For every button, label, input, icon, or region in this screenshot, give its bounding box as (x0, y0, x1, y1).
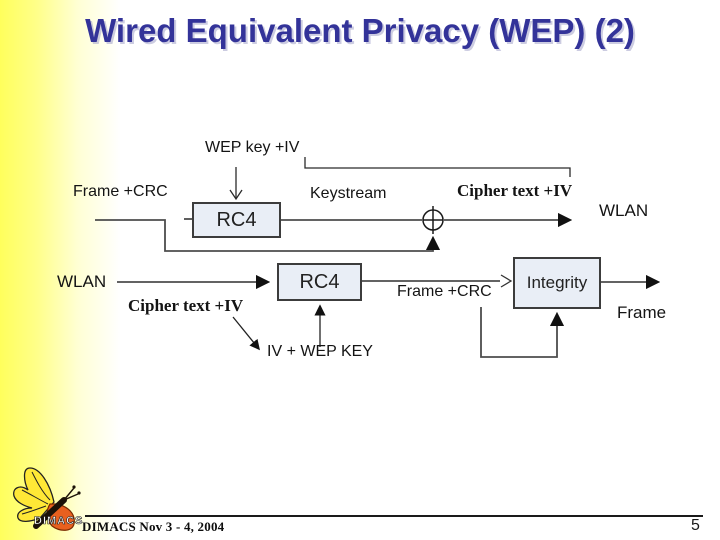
label-keystream: Keystream (310, 185, 387, 202)
slide-title: Wired Equivalent Privacy (WEP) (2) (85, 12, 635, 49)
label-frame-output: Frame (617, 303, 667, 322)
frame-crc-path (95, 219, 441, 252)
butterfly-logo-icon: DIMACS (13, 467, 83, 531)
cipher-to-key-diagonal-arrow (232, 316, 260, 351)
page-number: 5 (691, 517, 700, 534)
footer-text: DIMACS Nov 3 - 4, 2004 (82, 519, 225, 534)
footer-divider (85, 515, 703, 517)
wep-key-to-cipher-bracket (304, 157, 571, 177)
integrity-open-arrow-head (500, 274, 513, 288)
label-cipher-text-iv-bottom: Cipher text +IV (128, 296, 244, 315)
frame-crc-feedback-loop (480, 307, 565, 358)
label-wlan-destination: WLAN (599, 201, 649, 220)
key-arrow-open-head (229, 189, 243, 201)
label-cipher-text-iv-top: Cipher text +IV (457, 181, 573, 200)
label-wlan-source: WLAN (57, 272, 107, 291)
rc4-encrypt-box: RC4 (192, 202, 281, 238)
rc4-decrypt-box: RC4 (277, 263, 362, 301)
label-iv-wep-key: IV + WEP KEY (267, 343, 373, 360)
integrity-box: Integrity (513, 257, 601, 309)
label-frame-crc-input: Frame +CRC (73, 183, 168, 200)
left-gradient-band (0, 0, 120, 540)
logo-text: DIMACS (34, 515, 83, 527)
xor-icon (422, 206, 444, 234)
label-frame-crc-decrypted: Frame +CRC (397, 283, 492, 300)
label-wep-key-iv: WEP key +IV (205, 139, 300, 156)
